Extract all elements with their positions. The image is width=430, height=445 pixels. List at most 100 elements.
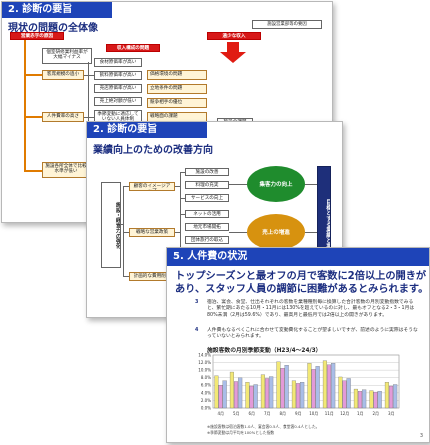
ellipse-attract: 集客力の向上 (247, 166, 305, 202)
tag-revenue-structure: 収入構成の問題 (106, 44, 160, 52)
connector (24, 170, 42, 172)
connector (180, 172, 185, 173)
connector (180, 198, 185, 199)
bar (214, 375, 219, 409)
bar (342, 380, 347, 409)
bar (331, 363, 336, 409)
slide-1-title: 現状の問題の全体像 (8, 23, 98, 34)
box-competition: 競争相手の優位 (147, 98, 207, 108)
root-strengthen: 施設・経営力の強化 (101, 182, 121, 268)
x-tick-label: 3月 (388, 411, 395, 416)
connector (84, 117, 94, 118)
connector (123, 186, 124, 277)
slide-3: 5. 人件費の状況 トップシーズンと最オフの月で客数に2倍以上の開きが あり、ス… (166, 247, 430, 443)
bar (373, 391, 378, 409)
item-local: 地元市場開拓 (185, 223, 229, 231)
box-sales-low: 売上絶対額が低い (94, 97, 142, 106)
connector (123, 232, 129, 233)
box-shop-cost: 売店原価率が高い (94, 84, 142, 93)
y-tick-label: 6.0% (201, 383, 211, 388)
y-tick-label: 2.0% (201, 398, 211, 403)
x-tick-label: 10月 (309, 411, 318, 416)
bar (307, 363, 312, 409)
box-seating-small: 客席規模の過小 (42, 70, 84, 80)
y-tick-label: 10.0% (198, 368, 211, 373)
y-tick-label: 14.0% (198, 352, 211, 357)
bullet-1-text: 宿泊、宴会、食堂、仕出それぞれの客数を業種種別毎に換算した合計客数の月別変動指数… (207, 300, 415, 318)
bar (353, 388, 358, 409)
bar (265, 378, 270, 409)
bar (311, 369, 316, 409)
root-label: 施設・経営力の強化 (115, 201, 121, 249)
y-tick-label: 4.0% (201, 390, 211, 395)
bar (322, 360, 327, 409)
connector (24, 116, 42, 118)
bar (234, 381, 239, 409)
item-cuisine: 料理の充実 (185, 181, 229, 189)
bar (218, 385, 223, 409)
x-tick-label: 9月 (295, 411, 302, 416)
headline-line-2: あり、スタッフ人員の調節に困難があるとみられます。 (175, 284, 429, 295)
bar (358, 391, 363, 409)
slide-2-title: 業績向上のための改善方向 (93, 145, 213, 156)
headline-line-1: トップシーズンと最オフの月で客数に2倍以上の開きが (175, 271, 427, 282)
item-service: サービスの向上 (185, 194, 229, 202)
item-group-tour: 団体旅行の取込 (185, 236, 229, 244)
footnote-2: ※季節変動は月平均を100%とした指数 (207, 430, 275, 435)
connector (180, 214, 185, 215)
bar (384, 382, 389, 409)
box-location: 立地条件の問題 (147, 84, 207, 94)
bar (222, 380, 227, 409)
y-tick-label: 8.0% (201, 375, 211, 380)
bar (346, 378, 351, 409)
bar (327, 364, 332, 409)
slide-1-header-band: 2. 診断の要旨 (2, 2, 112, 18)
bar (276, 361, 281, 409)
connector (24, 40, 26, 172)
connector (229, 184, 247, 185)
bar (291, 380, 296, 409)
item-facility: 施設の改善 (185, 168, 229, 176)
bar (249, 385, 254, 409)
bar (369, 390, 374, 409)
x-tick-label: 2月 (372, 411, 379, 416)
x-tick-label: 4月 (217, 411, 224, 416)
plot-area (212, 354, 400, 409)
x-tick-label: 11月 (325, 411, 334, 416)
x-tick-label: 7月 (264, 411, 271, 416)
bar (362, 389, 367, 409)
x-tick-label: 8月 (279, 411, 286, 416)
y-tick-label: 12.0% (198, 360, 211, 365)
down-arrow-icon (220, 42, 246, 63)
bullet-2-number: 4 (195, 328, 199, 333)
box-labor-high: 人件費率の高さ (42, 112, 84, 122)
connector (229, 232, 247, 233)
bar (260, 374, 265, 409)
bullet-1-number: 3 (195, 300, 199, 305)
tag-operating-loss: 営業赤字の原因 (10, 32, 64, 40)
bullet-2-text: 人件費もなるべくこれに合わせて変動費化することが望ましいですが、前述のように実際… (207, 328, 418, 340)
tag-top-right: 施設営業部等の要因 (252, 20, 322, 29)
bar (269, 376, 274, 409)
x-tick-label: 1月 (357, 411, 364, 416)
box-drink-cost: 飲料原価率が高い (94, 71, 142, 80)
bar (300, 382, 305, 409)
tag-low-revenue: 過少な収入 (207, 32, 261, 40)
connector (180, 172, 181, 252)
bar (238, 377, 243, 409)
connector (84, 75, 94, 76)
page-number: 3 (419, 433, 423, 439)
connector (123, 276, 129, 277)
bar (338, 376, 343, 409)
bar (253, 384, 258, 409)
x-tick-label: 5月 (233, 411, 240, 416)
bar (377, 391, 382, 409)
bar (245, 382, 250, 409)
bar (280, 368, 285, 409)
group-sales-policy: 戦略な営業政策 (129, 228, 175, 237)
connector (88, 62, 89, 134)
group-image-up: 顧客のイメージアップ (129, 182, 175, 191)
connector (123, 186, 129, 187)
bar (229, 371, 234, 409)
footnote-1: ※施設客数は宿泊客数1.0人、宴会客0.5人、食堂客0.4人とした。 (207, 424, 320, 429)
